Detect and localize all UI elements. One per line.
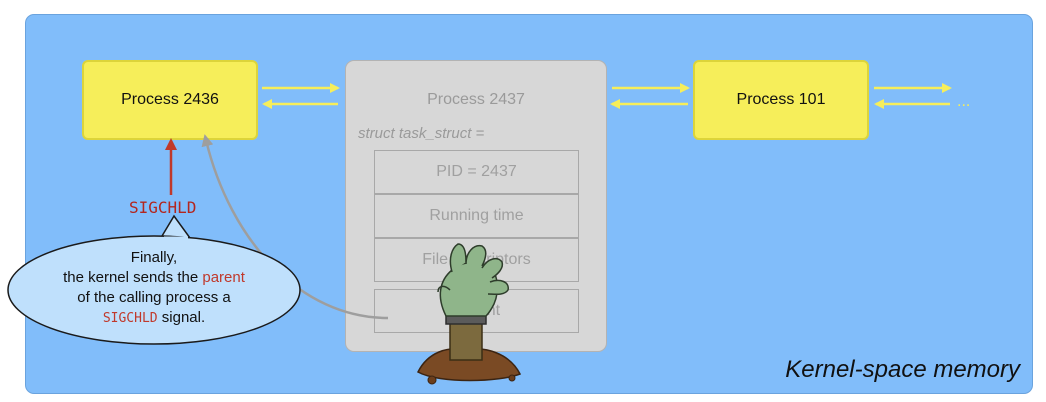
- callout-parent-word: parent: [202, 269, 245, 286]
- kernel-space-label: Kernel-space memory: [785, 356, 1020, 383]
- struct-field-running-time: Running time: [374, 194, 579, 238]
- callout-line-3: of the calling process a: [77, 289, 231, 306]
- sigchld-label: SIGCHLD: [129, 198, 197, 217]
- list-link-101-to-next: [874, 83, 952, 109]
- process-101-label: Process 101: [736, 91, 826, 108]
- zombie-hand-icon: [417, 243, 522, 385]
- struct-field-pid: PID = 2437: [374, 150, 579, 194]
- callout-line-2: the kernel sends the parent: [16, 268, 292, 288]
- task-struct-declaration: struct task_struct =: [358, 125, 485, 142]
- list-link-2436-to-2437: [262, 83, 340, 109]
- callout-text: Finally, the kernel sends the parent of …: [16, 248, 292, 329]
- callout-sigchld-word: SIGCHLD: [102, 311, 158, 326]
- process-2437-label: Process 2437: [427, 91, 525, 108]
- callout-line-1: Finally,: [130, 249, 178, 266]
- list-ellipsis: ...: [957, 93, 970, 110]
- process-101-box[interactable]: Process 101: [693, 60, 869, 140]
- process-2436-label: Process 2436: [121, 91, 219, 108]
- callout-line-4: SIGCHLD signal.: [16, 308, 292, 329]
- callout-line-2-prefix: the kernel sends the: [63, 269, 203, 286]
- process-2436-box[interactable]: Process 2436: [82, 60, 258, 140]
- callout-bubble: [7, 214, 301, 345]
- list-link-2437-to-101: [610, 83, 690, 109]
- callout-line-4-suffix: signal.: [157, 309, 206, 326]
